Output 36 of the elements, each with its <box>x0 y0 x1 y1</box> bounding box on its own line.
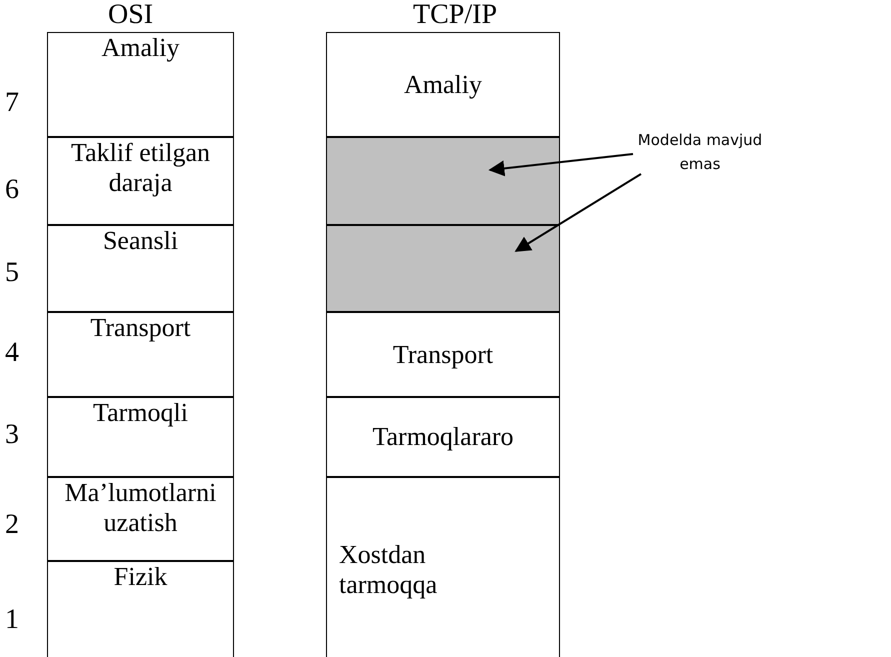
layer-name: Tarmoqli <box>93 398 188 428</box>
layer-name: Amaliy <box>102 33 180 63</box>
layer-name: Amaliy <box>404 70 482 100</box>
layer-name: Ma’lumotlarni uzatish <box>64 478 218 538</box>
layer-name: Transport <box>90 313 191 343</box>
layer-box <box>47 312 234 397</box>
layer-box <box>47 137 234 225</box>
layer-number: 7 <box>5 88 19 118</box>
layer-number: 3 <box>5 420 19 450</box>
arrow <box>488 153 634 176</box>
layer-number: 5 <box>5 258 19 288</box>
layer-number: 1 <box>5 605 19 635</box>
layer-box <box>47 225 234 312</box>
layer-box <box>47 477 234 561</box>
column-heading: TCP/IP <box>413 0 498 30</box>
layer-box <box>326 312 560 397</box>
arrow <box>514 173 642 252</box>
layer-number: 4 <box>5 338 19 368</box>
layer-number: 2 <box>5 510 19 540</box>
layer-name: Fizik <box>114 562 168 592</box>
note-text: Modelda mavjud emas <box>638 131 762 173</box>
layer-name: Transport <box>392 340 494 370</box>
layer-name: Xostdan tarmoqqa <box>339 540 438 600</box>
layer-box <box>47 397 234 477</box>
empty-layer-box <box>326 137 560 225</box>
layer-box <box>326 397 560 477</box>
layer-box <box>47 32 234 137</box>
layer-name: Taklif etilgan daraja <box>70 138 211 198</box>
column-heading: OSI <box>108 0 154 30</box>
layer-box <box>326 477 560 657</box>
layer-number: 6 <box>5 175 19 205</box>
layer-name: Seansli <box>102 226 178 256</box>
layer-box <box>47 561 234 657</box>
empty-layer-box <box>326 225 560 312</box>
layer-name: Tarmoqlararo <box>372 422 514 452</box>
layer-box <box>326 32 560 137</box>
